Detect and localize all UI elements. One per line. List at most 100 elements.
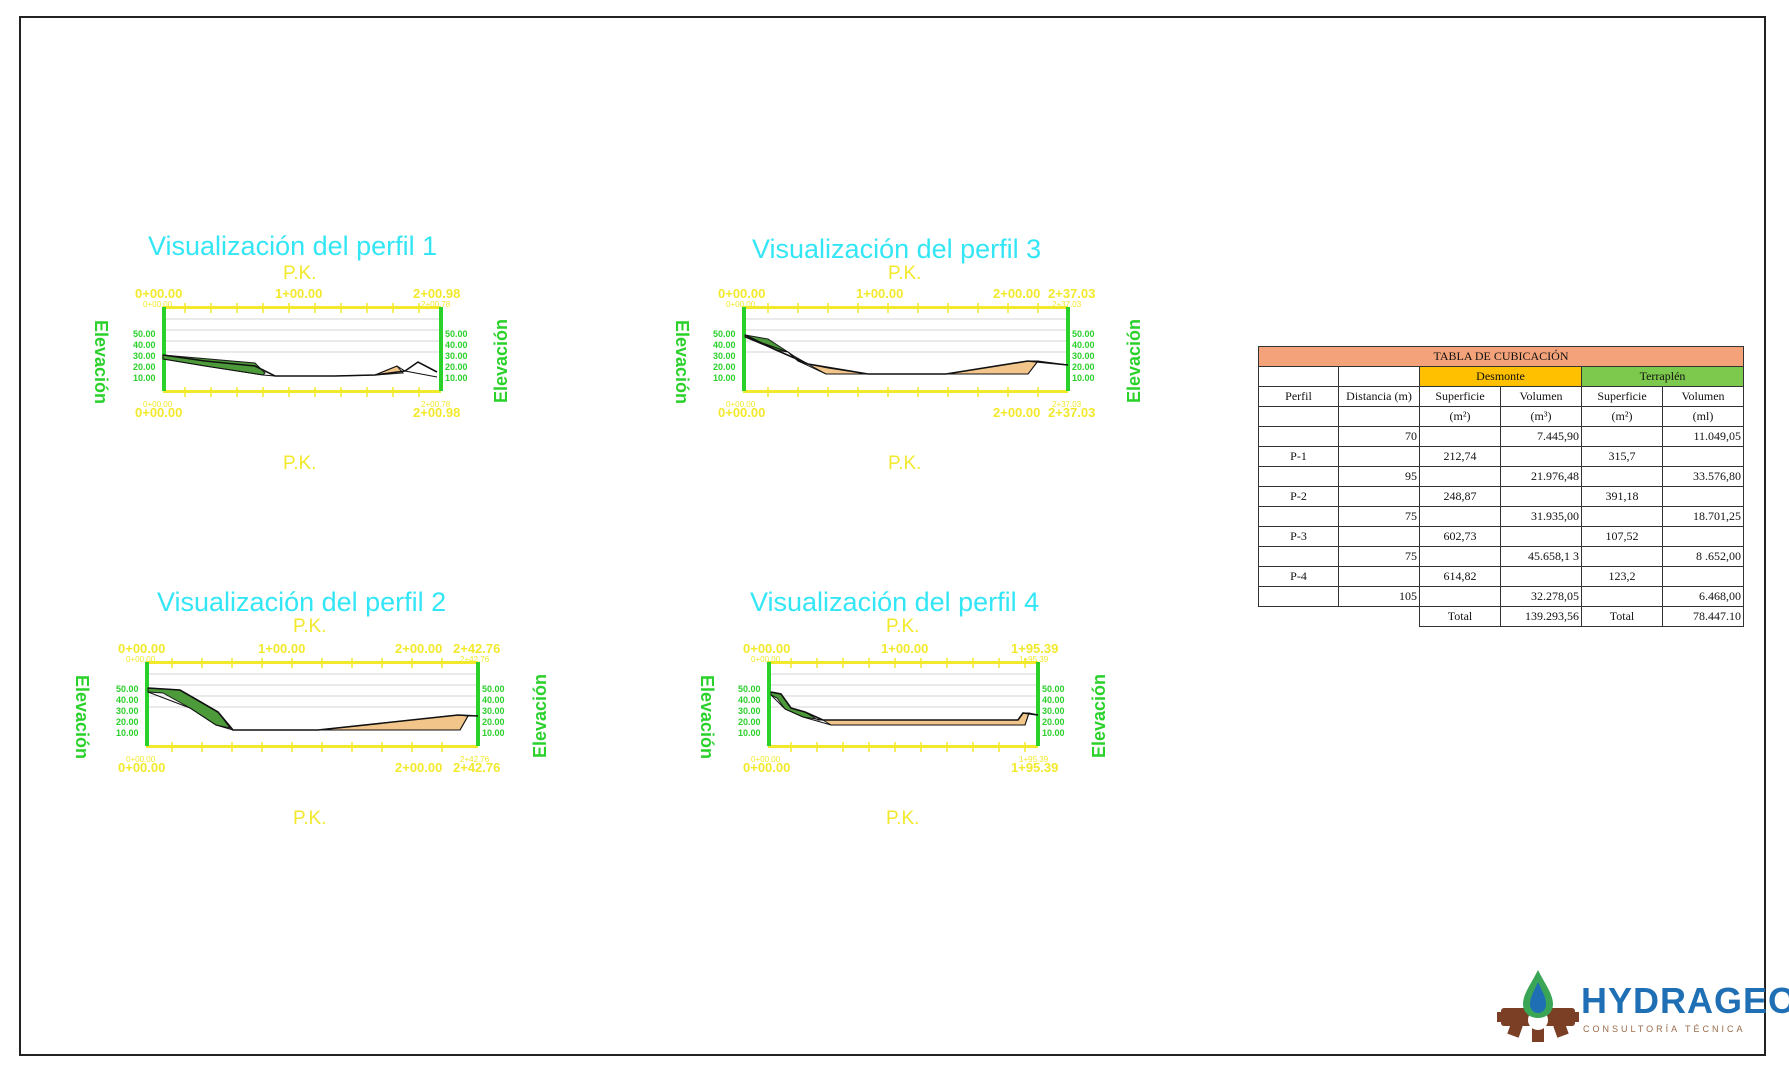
profile-4: Visualización del perfil 4 P.K. P.K. 0+0… [693, 580, 1133, 840]
cell-dist: 70 [1338, 426, 1420, 447]
cell-dist [1338, 566, 1420, 587]
cell-ter-sup: 107,52 [1581, 526, 1663, 547]
small-tick-label: 0+00.00 [126, 655, 156, 664]
y-tick: 30.00 [713, 351, 736, 361]
y-tick: 30.00 [482, 706, 505, 716]
cell-ter-sup [1581, 546, 1663, 567]
axis-bottom-band [146, 745, 478, 748]
left-elevation-axis [145, 662, 149, 746]
cell-ter-sup: 123,2 [1581, 566, 1663, 587]
table-title: TABLA DE CUBICACIÓN [1258, 346, 1744, 367]
small-tick-label: 0+00.00 [751, 655, 781, 664]
empty-cell [1258, 406, 1339, 427]
axis-top-ticks [184, 303, 420, 313]
elevation-label-left: Elevación [72, 675, 92, 759]
profile-4-plot: 0+00.00 1+00.00 1+95.39 0+00.00 1+95.39 … [697, 641, 1109, 775]
total-label: Total [1581, 606, 1663, 627]
y-tick: 10.00 [133, 373, 156, 383]
tick-label: 2+00.00 [993, 286, 1040, 301]
profile-title: Visualización del perfil 2 [157, 587, 447, 617]
grid-lines [743, 318, 1068, 353]
y-tick: 10.00 [1072, 373, 1095, 383]
design-line [162, 358, 438, 378]
tick-label: 0+00.00 [743, 760, 790, 775]
axis-bottom-band [163, 390, 441, 393]
table-row: P-2 248,87 391,18 [1258, 486, 1744, 507]
pk-top-label: P.K. [886, 616, 920, 637]
cell-perfil: P-1 [1258, 446, 1339, 467]
elevation-label-right: Elevación [1124, 319, 1144, 403]
y-tick: 20.00 [445, 362, 468, 372]
logo-wordmark: HYDRAGEO [1581, 980, 1789, 1021]
axis-bottom-band [768, 745, 1038, 748]
tick-label: 2+37.03 [1048, 405, 1095, 420]
y-tick: 20.00 [713, 362, 736, 372]
ground-line [770, 691, 1039, 721]
y-tick: 10.00 [116, 728, 139, 738]
cell-dist: 105 [1338, 586, 1420, 607]
axis-top-band [768, 661, 1038, 664]
cell-des-vol: 21.976,48 [1500, 466, 1582, 487]
axis-top-band [163, 306, 441, 309]
small-tick-label: 1+95.39 [1019, 755, 1049, 764]
tick-label: 0+00.00 [118, 760, 165, 775]
col-volumen: Volumen [1662, 386, 1744, 407]
cell-des-sup: 248,87 [1419, 486, 1501, 507]
total-desmonte: 139.293,56 [1500, 606, 1582, 627]
empty-cell [1258, 606, 1420, 627]
tick-label: 0+00.00 [718, 286, 765, 301]
cell-perfil [1258, 466, 1339, 487]
cell-des-vol [1500, 526, 1582, 547]
elevation-label-left: Elevación [672, 320, 692, 404]
y-tick: 40.00 [713, 340, 736, 350]
col-superficie: Superficie [1419, 386, 1501, 407]
tick-label: 2+37.03 [1048, 286, 1095, 301]
cell-ter-vol [1662, 566, 1744, 587]
cell-des-vol [1500, 566, 1582, 587]
elevation-label-right: Elevación [530, 674, 550, 758]
cell-ter-vol: 8 .652,00 [1662, 546, 1744, 567]
y-tick: 50.00 [713, 329, 736, 339]
tick-label: 0+00.00 [135, 405, 182, 420]
small-tick-label: 2+37.03 [1052, 300, 1082, 309]
y-tick: 20.00 [1042, 717, 1065, 727]
small-tick-label: 0+00.00 [751, 755, 781, 764]
unit-vol: (m³) [1500, 406, 1582, 427]
cell-des-vol: 31.935,00 [1500, 506, 1582, 527]
right-elevation-axis [439, 307, 443, 391]
y-tick: 50.00 [1042, 684, 1065, 694]
profile-title: Visualización del perfil 4 [750, 587, 1040, 617]
tick-label: 0+00.00 [718, 405, 765, 420]
cell-perfil: P-2 [1258, 486, 1339, 507]
y-tick: 30.00 [1072, 351, 1095, 361]
cell-dist [1338, 446, 1420, 467]
axis-bottom-ticks [767, 387, 1039, 397]
y-tick: 20.00 [116, 717, 139, 727]
tick-label: 1+00.00 [881, 641, 928, 656]
cell-perfil: P-4 [1258, 566, 1339, 587]
cell-ter-sup [1581, 506, 1663, 527]
cubication-table: TABLA DE CUBICACIÓN Desmonte Terraplén P… [1258, 346, 1744, 627]
cell-ter-sup: 391,18 [1581, 486, 1663, 507]
elevation-label-right: Elevación [491, 319, 511, 403]
y-tick: 40.00 [738, 695, 761, 705]
left-elevation-axis [767, 662, 771, 746]
cell-ter-sup: 315,7 [1581, 446, 1663, 467]
y-tick: 50.00 [482, 684, 505, 694]
profile-2-plot: 0+00.00 1+00.00 2+00.00 2+42.76 0+00.00 … [72, 641, 550, 775]
y-tick: 10.00 [1042, 728, 1065, 738]
tick-label: 2+00.00 [395, 760, 442, 775]
y-tick: 40.00 [133, 340, 156, 350]
grid-lines [768, 673, 1038, 708]
small-tick-label: 0+00.00 [726, 300, 756, 309]
small-tick-label: 0+00.00 [143, 300, 173, 309]
pk-bottom-label: P.K. [283, 453, 317, 474]
pk-bottom-label: P.K. [293, 808, 327, 829]
pk-top-label: P.K. [283, 263, 317, 284]
y-tick: 50.00 [1072, 329, 1095, 339]
cell-des-sup [1419, 466, 1501, 487]
cell-perfil [1258, 586, 1339, 607]
